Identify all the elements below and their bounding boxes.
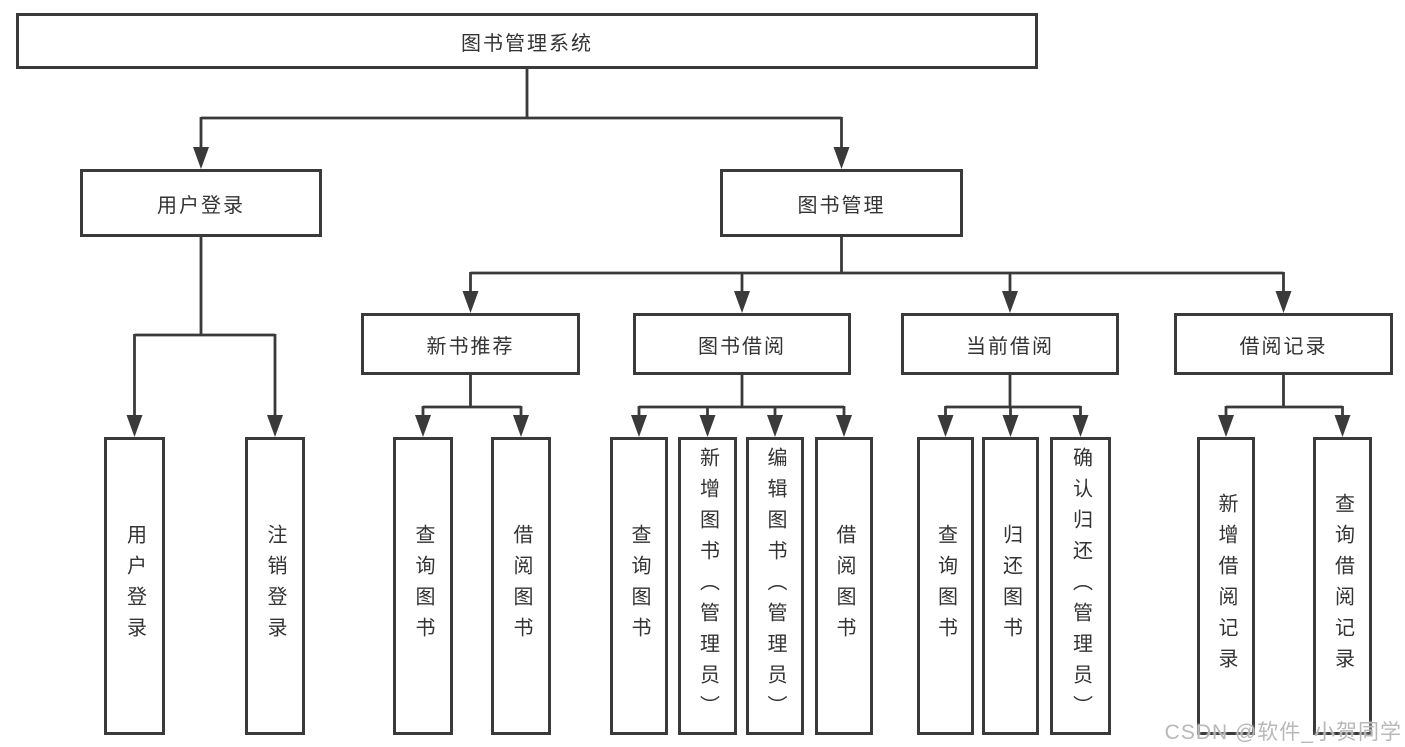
node-borrow-borrow-book: 借阅图书	[815, 437, 873, 735]
node-records-add-borrow-record: 新增借阅记录	[1197, 437, 1255, 735]
node-recommend-query-book: 查询图书	[393, 437, 453, 735]
node-recommend-borrow-book: 借阅图书	[491, 437, 551, 735]
node-login-logout: 注销登录	[245, 437, 305, 735]
node-new-book-recommendation: 新书推荐	[361, 313, 580, 375]
node-borrow-edit-book-admin: 编辑图书（管理员）	[746, 437, 804, 735]
node-borrowing-records: 借阅记录	[1174, 313, 1393, 375]
node-borrow-query-book: 查询图书	[610, 437, 668, 735]
node-book-management: 图书管理	[720, 169, 963, 237]
node-library-management-system: 图书管理系统	[16, 13, 1038, 69]
node-current-return-book: 归还图书	[982, 437, 1039, 735]
node-book-borrowing: 图书借阅	[633, 313, 851, 375]
node-login-user-login: 用户登录	[104, 437, 165, 735]
node-borrow-add-book-admin: 新增图书（管理员）	[678, 437, 737, 735]
node-current-confirm-return-admin: 确认归还（管理员）	[1050, 437, 1111, 735]
node-user-login: 用户登录	[80, 169, 322, 237]
csdn-watermark: CSDN @软件_小贺同学	[1164, 721, 1402, 744]
node-current-borrowing: 当前借阅	[901, 313, 1119, 375]
node-records-query-borrow-record: 查询借阅记录	[1313, 437, 1372, 735]
node-current-query-book: 查询图书	[917, 437, 974, 735]
